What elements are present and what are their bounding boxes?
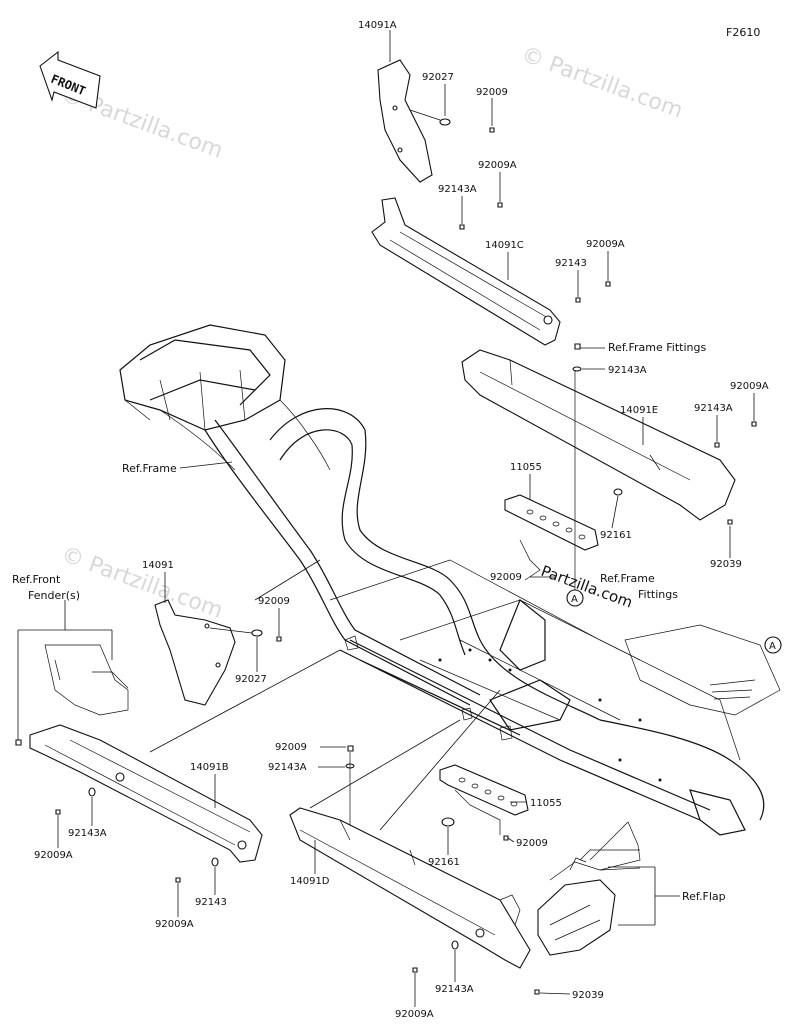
watermark-mid-left: © Partzilla.com [58, 542, 226, 624]
label-92039-bottom: 92039 [572, 990, 604, 1001]
label-92143A-3: 92143A [694, 403, 733, 414]
label-92143A-6: 92143A [435, 984, 474, 995]
vehicle-frame [119, 324, 765, 836]
watermark-partzilla: Partzilla.com [539, 562, 635, 612]
label-92161-top: 92161 [600, 530, 632, 541]
label-ref-frame-fittings-1: Ref.Frame Fittings [608, 341, 706, 354]
assembly-leaders [254, 559, 461, 809]
front-arrow-icon: FRONT [39, 50, 101, 109]
label-92009A-6: 92009A [395, 1009, 434, 1020]
label-92009-left: 92009 [258, 596, 290, 607]
callout-a-center [566, 589, 584, 607]
label-92143-1: 92143 [555, 258, 587, 269]
diagram-code: F2610 [726, 26, 760, 39]
label-14091C: 14091C [485, 240, 524, 251]
label-14091B: 14091B [190, 762, 229, 773]
part-11055-bottom [345, 689, 529, 841]
label-92027-left: 92027 [235, 674, 267, 685]
part-14091 [154, 572, 282, 706]
label-92143A-4: 92143A [68, 828, 107, 839]
label-ref-front-fender-a: Ref.Front [12, 573, 61, 586]
part-14091C [371, 197, 611, 346]
label-11055-top: 11055 [510, 462, 542, 473]
label-92161-bottom: 92161 [428, 857, 460, 868]
label-92009-c: 92009 [275, 742, 307, 753]
label-14091E: 14091E [620, 405, 658, 416]
label-92009A-2: 92009A [586, 239, 625, 250]
label-92143A-2: 92143A [608, 365, 647, 376]
watermark-top-right: © Partzilla.com [518, 42, 686, 124]
label-11055-bottom: 11055 [530, 798, 562, 809]
label-92009A-5: 92009A [155, 919, 194, 930]
part-11055-top: A [504, 370, 623, 607]
label-14091D: 14091D [290, 876, 330, 887]
label-ref-frame-fittings-2b: Fittings [638, 588, 678, 601]
label-92009A-4: 92009A [34, 850, 73, 861]
label-92009A-1: 92009A [478, 160, 517, 171]
label-92027-top: 92027 [422, 72, 454, 83]
callout-a-center-label: A [571, 594, 578, 605]
label-92143A-5: 92143A [268, 762, 307, 773]
label-92039-top: 92039 [710, 559, 742, 570]
label-ref-front-fender-b: Fender(s) [28, 589, 80, 602]
frame-fittings-detail: A [624, 624, 782, 716]
watermark-mid-right: Partzilla.com [539, 562, 635, 612]
label-ref-frame-fittings-2a: Ref.Frame [600, 572, 655, 585]
part-14091A [377, 30, 495, 183]
callout-a-right [764, 636, 782, 654]
label-92009-mid: 92009 [490, 572, 522, 583]
label-14091: 14091 [142, 560, 174, 571]
flap-ref [537, 821, 680, 956]
label-ref-frame: Ref.Frame [122, 462, 177, 475]
part-14091D [289, 807, 540, 995]
label-92009-bottom: 92009 [516, 838, 548, 849]
front-fender-ref [17, 600, 129, 740]
label-92143A-1: 92143A [438, 184, 477, 195]
label-92143-2: 92143 [195, 897, 227, 908]
callout-a-right-label: A [769, 641, 776, 652]
label-92009A-3: 92009A [730, 381, 769, 392]
label-ref-flap: Ref.Flap [682, 890, 726, 903]
label-14091A: 14091A [358, 20, 397, 31]
part-14091B [15, 649, 341, 883]
label-92009-top: 92009 [476, 87, 508, 98]
